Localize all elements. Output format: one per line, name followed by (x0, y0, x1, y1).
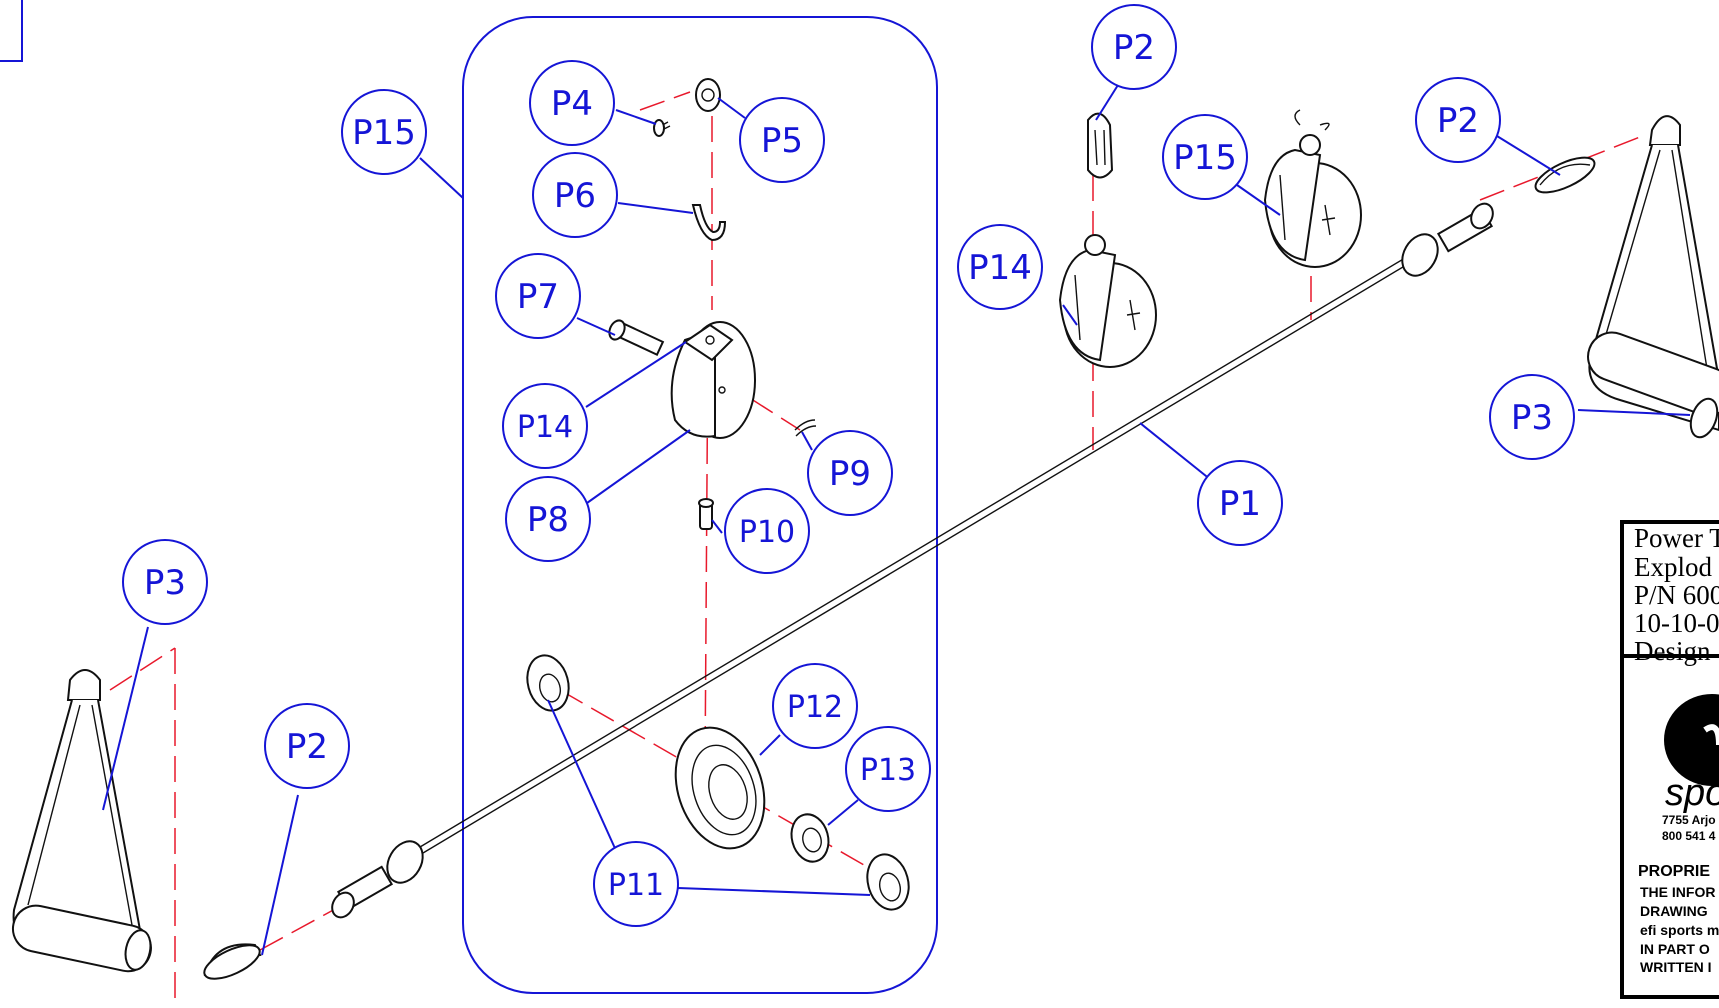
callout-P12: P12 (772, 663, 858, 749)
title-line-1: Power T (1634, 523, 1719, 553)
subassembly-parts (526, 78, 910, 911)
carabiner-top-right (1534, 156, 1596, 194)
title-line-3: P/N 600 (1634, 580, 1719, 610)
callout-P8: P8 (505, 476, 591, 562)
callout-label: P4 (551, 84, 593, 124)
callout-label: P3 (1511, 398, 1553, 438)
left-stirrup-handle (11, 669, 152, 973)
callout-label: P14 (517, 410, 573, 445)
pulley-assembly-center (1058, 234, 1157, 368)
pulley-assembly-right (1263, 109, 1362, 268)
callout-P13: P13 (845, 726, 931, 812)
leader-lines (102, 84, 1691, 956)
cable (331, 202, 1494, 919)
callout-label: P8 (527, 500, 569, 540)
title-line-2: Explod (1634, 552, 1712, 582)
callout-label: P7 (517, 277, 559, 317)
drawing-border-fragment (0, 0, 23, 62)
callout-P3b: P3 (1489, 374, 1575, 460)
callout-P2b: P2 (1091, 4, 1177, 90)
proprietary-line-2: DRAWING (1640, 903, 1708, 919)
callout-label: P2 (1437, 101, 1479, 141)
callout-P2a: P2 (264, 703, 350, 789)
carabiner-top-center (1087, 112, 1114, 179)
title-line-5: Design (1634, 636, 1711, 666)
callout-label: P2 (286, 727, 328, 767)
callout-P6: P6 (532, 152, 618, 238)
callout-label: P1 (1219, 484, 1261, 524)
callout-P15a: P15 (341, 89, 427, 175)
callout-label: P12 (787, 690, 843, 725)
callout-P14b: P14 (957, 224, 1043, 310)
address-line-2: 800 541 4 (1662, 829, 1716, 843)
proprietary-line-1: THE INFOR (1640, 884, 1715, 900)
callout-label: P3 (144, 563, 186, 603)
proprietary-line-5: WRITTEN I (1640, 959, 1712, 975)
proprietary-line-3: efi sports m (1640, 922, 1719, 938)
callout-label: P15 (352, 113, 416, 153)
company-logo-mark (1664, 694, 1719, 786)
callout-label: P11 (608, 868, 664, 903)
callout-label: P13 (860, 753, 916, 788)
proprietary-heading: PROPRIE (1638, 863, 1710, 880)
callout-P9: P9 (807, 430, 893, 516)
callout-P15b: P15 (1162, 114, 1248, 200)
callout-P14a: P14 (502, 383, 588, 469)
callout-P3a: P3 (122, 539, 208, 625)
callout-label: P10 (739, 515, 795, 550)
callout-P1: P1 (1197, 460, 1283, 546)
logo-wordmark: spo (1665, 772, 1719, 814)
address-line-1: 7755 Arjo (1662, 813, 1716, 827)
right-stirrup-handle (1587, 115, 1719, 439)
callout-label: P5 (761, 121, 803, 161)
proprietary-line-4: IN PART O (1640, 941, 1710, 957)
title-block: Power T Explod P/N 600 10-10-0 Design sp… (1620, 520, 1719, 999)
callout-label: P9 (829, 454, 871, 494)
callout-label: P6 (554, 176, 596, 216)
callout-P5: P5 (739, 97, 825, 183)
subassembly-panel (462, 16, 938, 994)
callout-P7: P7 (495, 253, 581, 339)
callout-label: P15 (1173, 138, 1237, 178)
callout-P11: P11 (593, 841, 679, 927)
callout-P10: P10 (724, 488, 810, 574)
title-line-4: 10-10-0 (1634, 608, 1719, 638)
callout-P2c: P2 (1415, 77, 1501, 163)
callout-label: P14 (968, 248, 1032, 288)
carabiner-bottom-left (203, 943, 262, 980)
callout-P4: P4 (529, 60, 615, 146)
callout-label: P2 (1113, 28, 1155, 68)
